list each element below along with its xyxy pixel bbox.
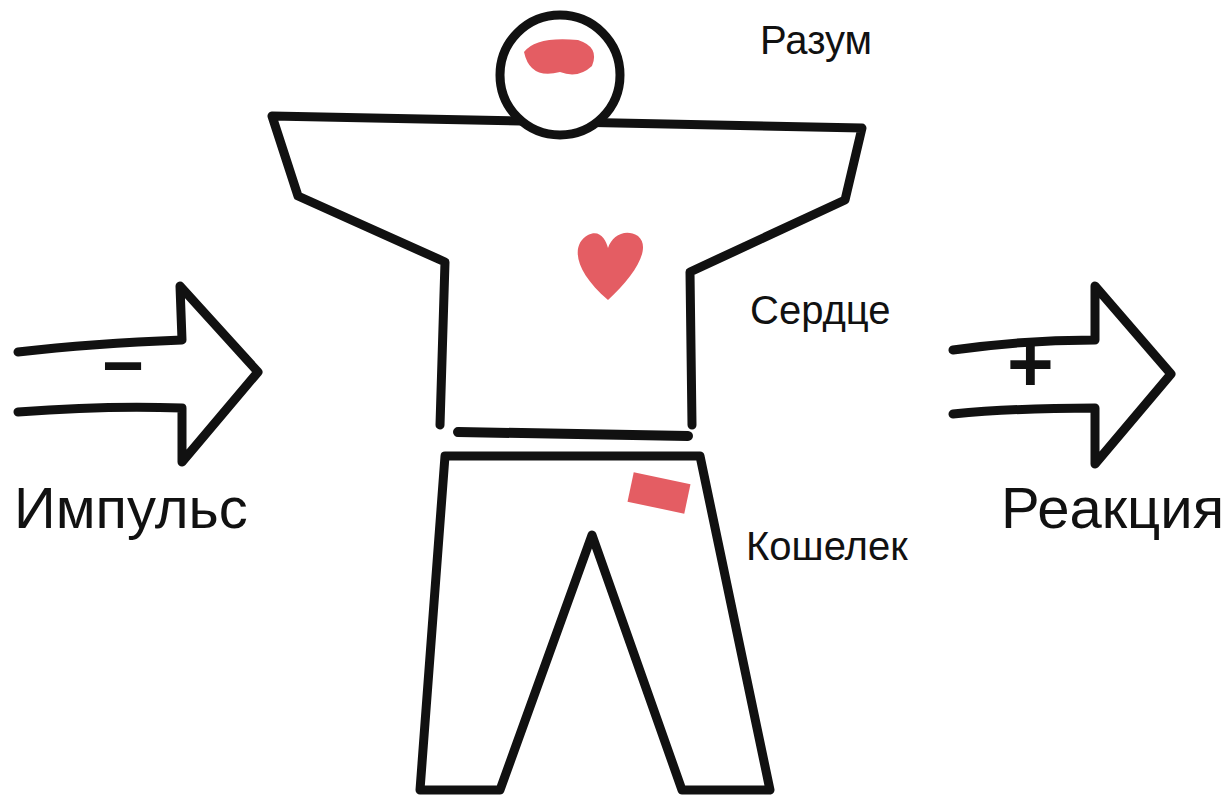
head-circle — [500, 15, 620, 135]
arrow-caption: Реакция — [1001, 476, 1215, 540]
trousers-outline — [420, 456, 770, 790]
brain-symbol — [524, 39, 594, 74]
arrow-shape — [18, 286, 258, 462]
part-label: Кошелек — [746, 524, 946, 568]
arrow-sign: − — [102, 326, 172, 405]
arrow-sign: + — [1007, 320, 1077, 408]
wallet-symbol — [628, 472, 691, 513]
arrow-shape — [953, 286, 1171, 464]
arrow-caption: Импульс — [14, 476, 270, 540]
part-label: Сердце — [750, 288, 950, 332]
heart-symbol — [578, 233, 643, 300]
shirt-outline — [272, 116, 862, 425]
arrow-outline — [945, 280, 1175, 470]
shirt-hem — [458, 432, 688, 436]
part-label: Разум — [760, 18, 960, 62]
arrow-node: − Импульс — [10, 280, 270, 570]
arrow-node: + Реакция — [945, 280, 1215, 570]
